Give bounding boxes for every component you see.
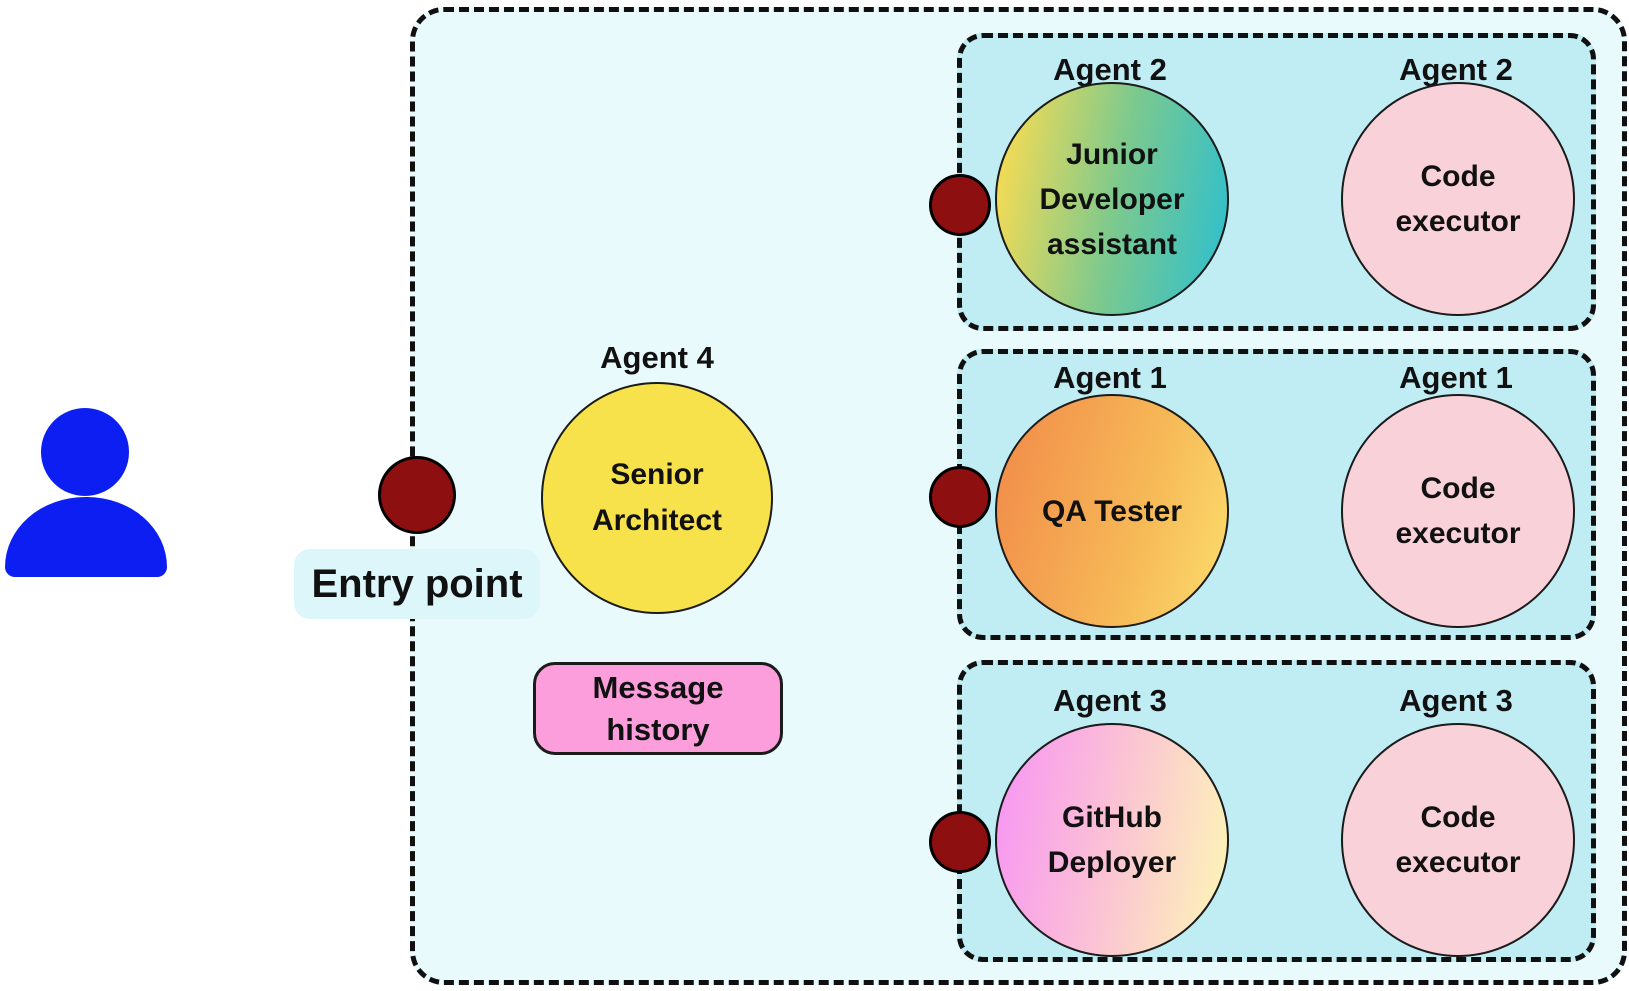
entry-point-label-text: Entry point xyxy=(311,561,523,606)
message-history-box: Message history xyxy=(533,662,783,755)
junior-developer-assistant-circle: Junior Developer assistant xyxy=(995,82,1229,316)
agent2-executor-label: Agent 2 xyxy=(1399,52,1513,87)
senior-architect-circle: Senior Architect xyxy=(541,382,773,614)
agent1-connection-dot xyxy=(929,466,991,528)
person-icon xyxy=(5,405,171,579)
agent1-group-box: Agent 1 QA Tester Agent 1 Code executor xyxy=(929,349,1596,640)
agent1-code-executor-circle: Code executor xyxy=(1341,394,1575,628)
senior-architect-name: Senior Architect xyxy=(591,458,723,537)
agent2-code-executor-name: Code executor xyxy=(1395,160,1521,238)
agent2-code-executor-circle: Code executor xyxy=(1341,82,1575,316)
agent3-code-executor-name: Code executor xyxy=(1395,801,1521,879)
message-history-label: Message history xyxy=(592,669,724,747)
agent3-code-executor-circle: Code executor xyxy=(1341,723,1575,957)
junior-developer-assistant-name: Junior Developer assistant xyxy=(1039,137,1185,261)
github-deployer-name: GitHub Deployer xyxy=(1047,801,1177,879)
agent1-code-executor-name: Code executor xyxy=(1395,472,1521,550)
entry-point-label: Entry point xyxy=(294,549,540,619)
agent3-group-box: Agent 3 GitHub Deployer Agent 3 Code exe… xyxy=(929,660,1596,962)
agent3-executor-label: Agent 3 xyxy=(1399,683,1513,718)
person-body-shape xyxy=(5,497,167,577)
qa-tester-circle: QA Tester xyxy=(995,394,1229,628)
entry-point-dot xyxy=(378,456,456,534)
qa-tester-name: QA Tester xyxy=(1041,494,1183,528)
agent2-group-box: Agent 2 Junior Developer assistant Agent… xyxy=(929,33,1596,331)
agent1-assistant-label: Agent 1 xyxy=(1053,360,1167,395)
github-deployer-circle: GitHub Deployer xyxy=(995,723,1229,957)
agent2-assistant-label: Agent 2 xyxy=(1053,52,1167,87)
person-head-shape xyxy=(41,408,129,496)
agent2-connection-dot xyxy=(929,174,991,236)
agent3-connection-dot xyxy=(929,811,991,873)
agent3-assistant-label: Agent 3 xyxy=(1053,683,1167,718)
agent1-executor-label: Agent 1 xyxy=(1399,360,1513,395)
agent4-label: Agent 4 xyxy=(600,340,714,375)
